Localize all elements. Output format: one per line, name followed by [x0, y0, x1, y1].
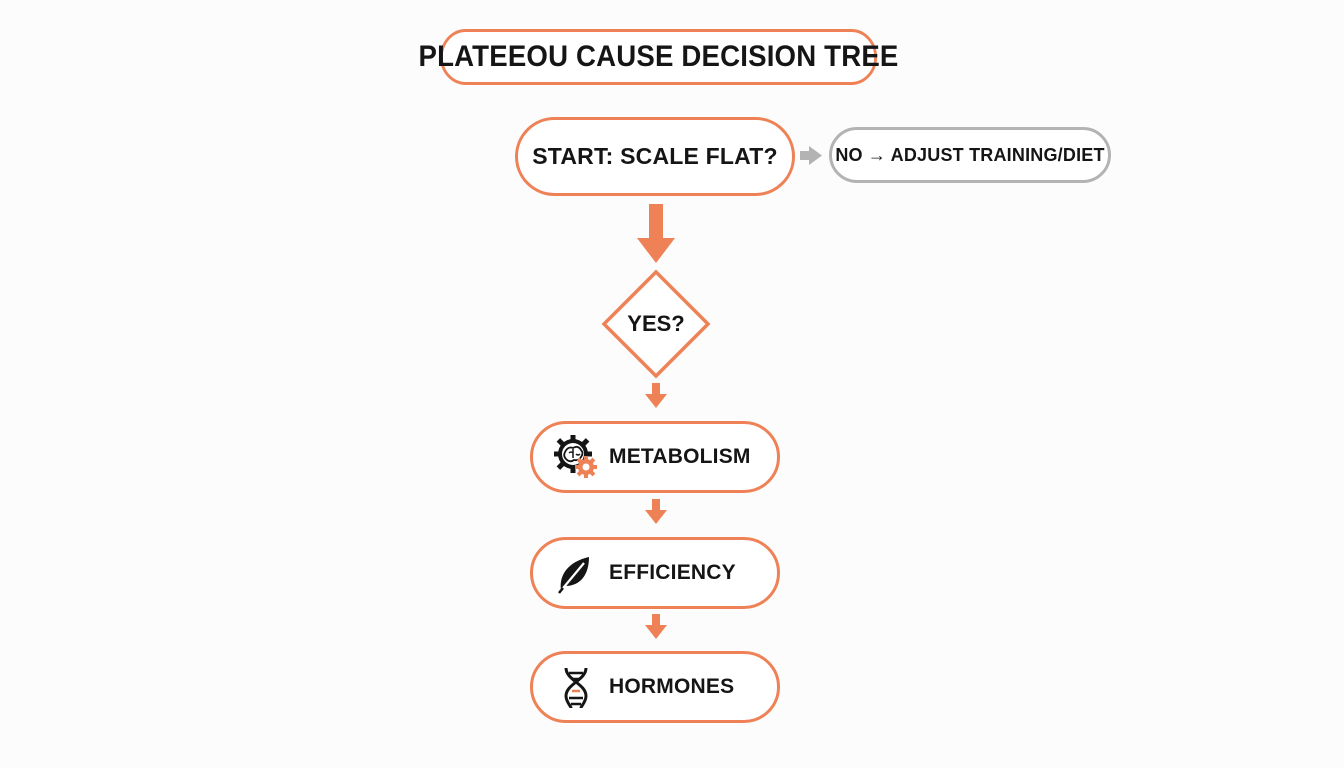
- diagram-title-text: PLATEEOU CAUSE DECISION TREE: [418, 40, 899, 73]
- arrow-efficiency-to-hormones: [645, 614, 667, 639]
- start-node: START: SCALE FLAT?: [515, 117, 795, 196]
- arrow-decision-to-metabolism: [645, 383, 667, 408]
- step-hormones: HORMONES: [530, 651, 780, 723]
- no-branch-label: NO → ADJUST TRAINING/DIET: [835, 144, 1105, 165]
- step-metabolism-label: METABOLISM: [609, 445, 751, 468]
- decision-node-label: YES?: [627, 311, 685, 336]
- arrow-to-no-branch: [800, 146, 822, 165]
- decision-node: YES?: [602, 270, 710, 378]
- arrow-start-to-decision: [637, 204, 675, 263]
- brain-gear-icon: [551, 432, 601, 482]
- diagram-title: PLATEEOU CAUSE DECISION TREE: [418, 29, 898, 85]
- dna-icon: [551, 662, 601, 712]
- arrow-metabolism-to-efficiency: [645, 499, 667, 524]
- leaf-icon: [551, 548, 601, 598]
- step-hormones-label: HORMONES: [609, 675, 735, 698]
- step-metabolism: METABOLISM: [530, 421, 780, 493]
- step-efficiency: EFFICIENCY: [530, 537, 780, 609]
- decision-diamond: [601, 269, 711, 379]
- step-efficiency-label: EFFICIENCY: [609, 561, 736, 584]
- no-branch-node: NO → ADJUST TRAINING/DIET: [829, 127, 1111, 183]
- start-node-label: START: SCALE FLAT?: [532, 143, 778, 169]
